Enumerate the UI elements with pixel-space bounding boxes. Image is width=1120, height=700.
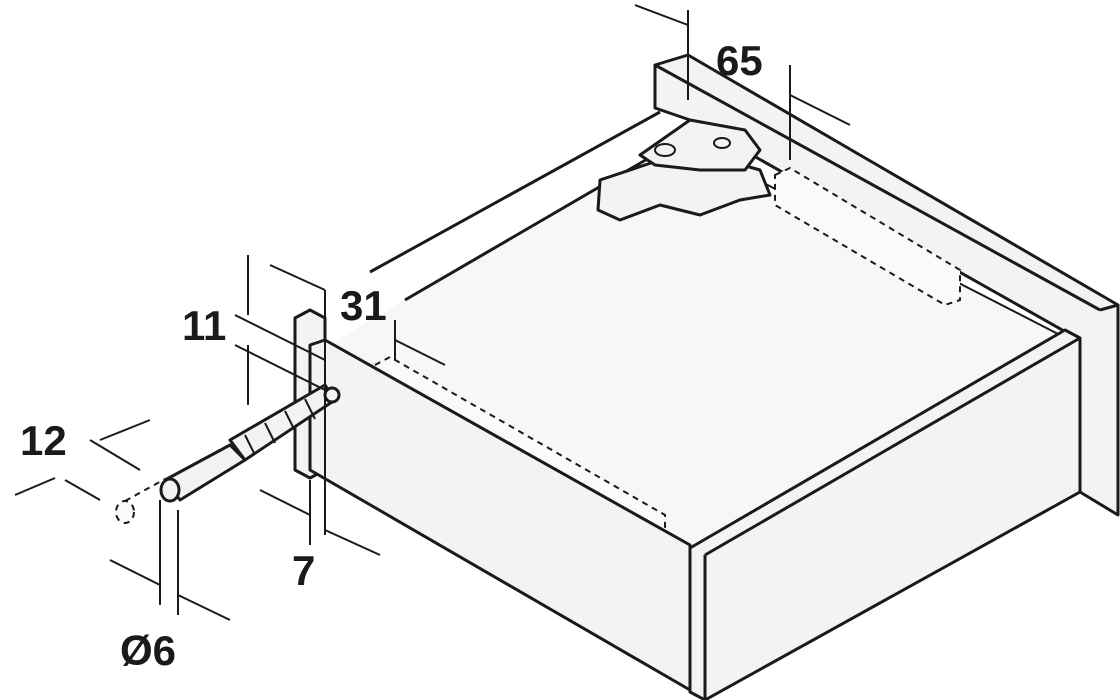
dimension-lines <box>14 4 851 621</box>
dimension-label-12: 12 <box>20 417 67 464</box>
runner-right <box>774 166 961 307</box>
drawer-front <box>688 328 1082 700</box>
drill-bit <box>115 383 341 524</box>
dimension-label-11: 11 <box>182 302 227 349</box>
dimension-label-diameter-6: Ø6 <box>120 627 177 674</box>
dimension-label-31: 31 <box>340 282 387 329</box>
dimension-label-65: 65 <box>716 37 763 84</box>
front-fixing-bracket <box>596 118 772 222</box>
dimension-label-7: 7 <box>292 547 316 594</box>
